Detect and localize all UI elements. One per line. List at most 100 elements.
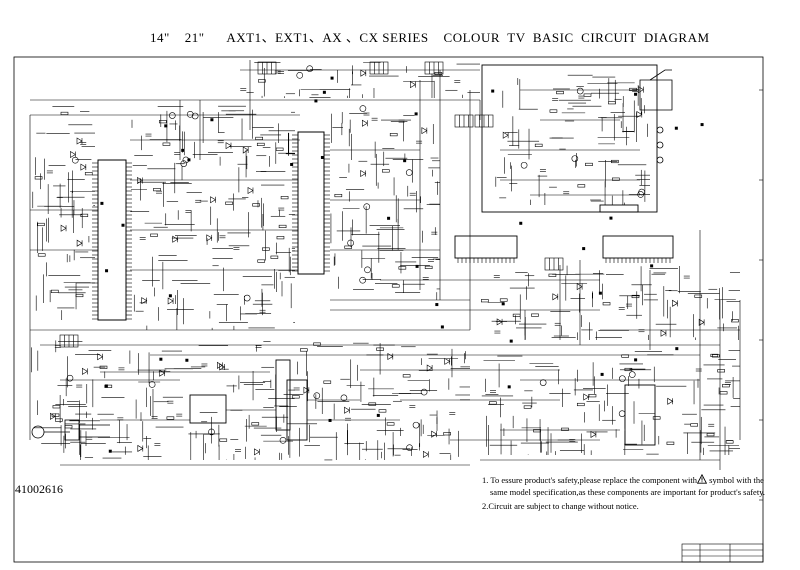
resistor [611,159,619,164]
transistor [243,294,251,302]
resistor [37,253,46,257]
resistor [291,395,300,399]
resistor [585,162,593,166]
resistor [276,236,285,240]
ic-vertical-chip [275,359,291,431]
resistor [710,353,719,357]
resistor [381,169,390,173]
resistor [608,101,616,105]
terminal-dot [403,159,407,163]
resistor [523,405,532,409]
terminal-dot [598,291,602,295]
diode [219,363,226,371]
resistor [631,294,640,299]
diode [698,318,705,326]
resistor [162,142,171,146]
terminal-dot [509,339,513,343]
transistor [359,276,366,284]
resistor [548,273,557,277]
resistor [731,319,739,323]
resistor [706,433,715,437]
terminal-dot [322,90,326,94]
resistor [150,233,158,237]
sheet-border [13,56,764,563]
terminal-dot [582,247,586,251]
resistor [270,255,279,259]
transistor [340,394,348,402]
diode [496,318,503,326]
resistor [158,120,167,124]
transistor [619,375,626,382]
resistor [719,391,728,395]
diode [421,127,428,135]
transistor [279,436,287,444]
diode [344,406,351,414]
diode [141,297,148,305]
diode [667,397,674,405]
resistor [690,423,698,427]
transistor [180,160,188,167]
diode [422,450,429,458]
resistor [50,289,59,293]
terminal-dot [634,92,638,96]
terminal-dot [159,357,163,361]
resistor [99,365,108,369]
resistor [334,193,343,198]
resistor [621,354,629,358]
resistor [576,402,585,407]
resistor [80,213,89,217]
ic-pins [92,134,671,320]
transistor [191,112,199,120]
frame-ticks [759,89,763,501]
terminal-dot [600,372,604,376]
document-number: 41002616 [15,482,63,496]
resistor [368,402,377,406]
resistor [153,188,161,192]
resistor [64,425,73,429]
resistor [588,394,597,398]
resistor [166,416,175,420]
terminal-dot [609,216,613,220]
diode [590,430,597,438]
transistor [169,112,176,119]
resistor [612,177,620,181]
terminal-dot [181,148,185,152]
crt-socket [639,69,673,164]
diode [431,430,438,438]
mains-input [31,419,110,441]
resistor [583,93,592,97]
terminal-dot [330,76,334,80]
transistor [363,203,371,211]
transistor [347,239,354,247]
resistor [219,438,228,442]
resistor [389,133,398,137]
diode [60,224,67,232]
terminal-dot [376,413,380,417]
terminal-dot [320,155,324,159]
terminal-dot [108,449,112,453]
transistor [364,266,371,274]
diode [50,412,56,420]
ic-audio-chip [189,394,227,424]
power-transformer [286,379,308,441]
resistor [376,347,384,351]
terminal-dot [491,89,495,93]
resistor [256,142,265,146]
resistor [52,405,61,409]
resistor [533,429,541,433]
transistor [66,374,74,382]
av-connector-block [602,235,674,259]
resistor [225,201,233,205]
resistor [278,224,287,228]
resistor [652,416,661,420]
transistor [412,421,420,429]
diode [167,297,174,305]
diode [76,137,83,145]
diode [76,239,83,247]
safety-note-text-b: symbol with the [709,475,764,485]
diode [444,357,451,365]
diode [583,393,590,401]
diode [576,283,583,291]
resistor [694,294,703,298]
diode [242,146,249,154]
